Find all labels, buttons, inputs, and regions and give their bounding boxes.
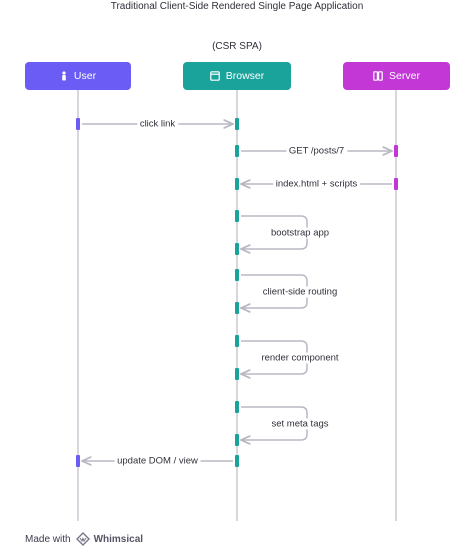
message-label: index.html + scripts (272, 178, 361, 190)
activation-browser (235, 368, 239, 380)
activation-browser (235, 302, 239, 314)
activation-browser (235, 178, 239, 190)
activation-browser (235, 145, 239, 157)
activation-browser (235, 243, 239, 255)
message-label: set meta tags (268, 418, 332, 429)
activation-server (394, 145, 398, 157)
activation-user (76, 455, 80, 467)
whimsical-logo[interactable]: Whimsical (75, 532, 144, 546)
message-label: GET /posts/7 (285, 145, 348, 157)
message-label: render component (258, 352, 342, 363)
footer: Made with Whimsical (25, 532, 143, 546)
activation-browser (235, 118, 239, 130)
browser-window-icon (209, 71, 220, 81)
activation-server (394, 178, 398, 190)
message-label: client-side routing (259, 286, 341, 297)
actor-user: User (25, 62, 131, 90)
whimsical-brand-text: Whimsical (93, 533, 144, 545)
diagram-title-line-2: (CSR SPA) (212, 41, 262, 52)
activation-browser (235, 434, 239, 446)
activation-browser (235, 455, 239, 467)
actor-browser-label: Browser (225, 70, 265, 82)
server-icon (373, 71, 383, 81)
whimsical-icon (75, 532, 90, 546)
person-icon (60, 71, 68, 81)
actor-user-label: User (73, 70, 97, 82)
made-with-text: Made with (25, 533, 71, 545)
message-label: bootstrap app (267, 227, 333, 238)
message-label: update DOM / view (114, 455, 201, 467)
activation-browser (235, 269, 239, 281)
actor-server: Server (343, 62, 450, 90)
activation-browser (235, 335, 239, 347)
activation-browser (235, 210, 239, 222)
activation-user (76, 118, 80, 130)
message-label: click link (136, 118, 179, 130)
diagram-title-line-1: Traditional Client-Side Rendered Single … (110, 1, 364, 12)
actor-server-label: Server (389, 70, 420, 82)
actor-browser: Browser (183, 62, 291, 90)
activation-browser (235, 401, 239, 413)
